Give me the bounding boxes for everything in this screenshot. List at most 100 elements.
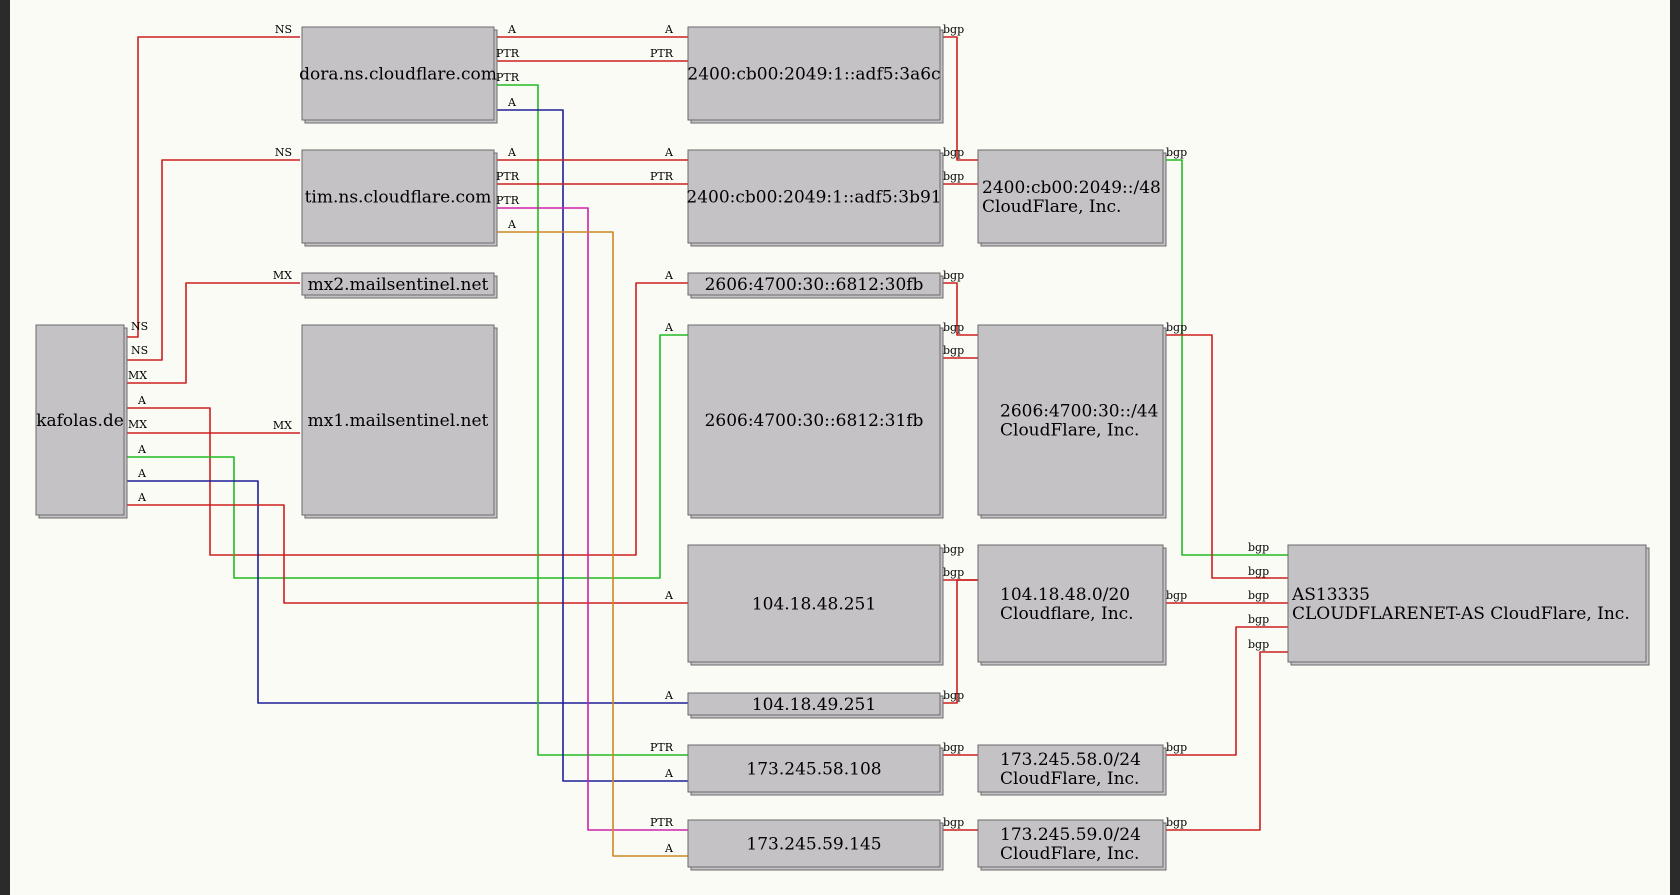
node-label: tim.ns.cloudflare.com (305, 188, 492, 208)
node-label: 173.245.59.0/24 (1000, 825, 1141, 845)
edge-label-ns: NS (131, 344, 148, 357)
edge-label-bgp: bgp (943, 146, 964, 159)
node-label: mx2.mailsentinel.net (308, 275, 489, 295)
edge-label-bgp: bgp (1248, 638, 1269, 651)
node-ip6a[interactable] (687, 26, 944, 124)
node-label: 173.245.58.0/24 (1000, 750, 1141, 770)
node-label: AS13335 (1291, 585, 1370, 605)
edge-label-a: A (664, 146, 674, 159)
edge-bgp-net6a (1164, 159, 1288, 556)
edge-a-ip4a (125, 504, 688, 604)
node-net4b[interactable] (977, 744, 1167, 796)
node-net6b[interactable] (977, 324, 1167, 519)
edge-label-bgp: bgp (943, 23, 964, 36)
node-ip4b[interactable] (687, 692, 944, 719)
node-label: Cloudflare, Inc. (1000, 604, 1134, 624)
node-label: CloudFlare, Inc. (1000, 421, 1139, 441)
node-label: 2400:cb00:2049:1::adf5:3b91 (686, 188, 941, 208)
node-box (687, 544, 941, 663)
node-box (301, 324, 495, 516)
node-box (687, 324, 941, 516)
node-box (687, 26, 941, 121)
node-layer (35, 26, 1650, 871)
node-label: CloudFlare, Inc. (1000, 769, 1139, 789)
edge-bgp-ip6a (941, 36, 978, 161)
edge-label-bgp: bgp (943, 816, 964, 829)
node-box (977, 819, 1164, 868)
edge-label-bgp: bgp (1166, 741, 1187, 754)
edge-label-a: A (137, 491, 147, 504)
edge-label-ptr: PTR (650, 170, 674, 183)
node-label: kafolas.de (36, 411, 124, 431)
node-box (687, 272, 941, 296)
node-net4c[interactable] (977, 819, 1167, 871)
edge-label-a: A (664, 689, 674, 702)
node-label: 104.18.49.251 (752, 695, 876, 715)
edge-label-bgp: bgp (1166, 816, 1187, 829)
node-label: mx1.mailsentinel.net (308, 411, 489, 431)
node-ip6d[interactable] (687, 324, 944, 519)
node-label: CloudFlare, Inc. (1000, 844, 1139, 864)
edge-bgp-net6b (1164, 334, 1288, 579)
edge-label-ns: NS (131, 320, 148, 333)
node-asn[interactable] (1287, 544, 1650, 666)
node-box (301, 272, 495, 296)
edge-label-a: A (507, 23, 517, 36)
edge-label-a: A (137, 443, 147, 456)
node-box (1287, 544, 1647, 663)
node-box (687, 744, 941, 793)
node-box (301, 26, 495, 121)
left-border (0, 0, 10, 895)
node-box (687, 819, 941, 868)
right-border (1670, 0, 1680, 895)
node-label: 2606:4700:30::6812:30fb (705, 275, 924, 295)
edge-label-ptr: PTR (650, 816, 674, 829)
edge-label-mx: MX (273, 419, 292, 432)
node-kafolas[interactable] (35, 324, 128, 519)
node-ip6b[interactable] (687, 149, 944, 247)
node-label: dora.ns.cloudflare.com (299, 65, 497, 85)
edge-label-bgp: bgp (943, 170, 964, 183)
node-label: 2606:4700:30::/44 (1000, 402, 1158, 422)
edge-label-a: A (664, 321, 674, 334)
edge-label-ptr: PTR (496, 71, 520, 84)
node-label: 2606:4700:30::6812:31fb (705, 411, 924, 431)
node-label: 173.245.59.145 (746, 835, 881, 855)
node-ip4d[interactable] (687, 819, 944, 871)
node-box (687, 149, 941, 244)
edge-label-ptr: PTR (496, 170, 520, 183)
edge-a-ip6d (125, 334, 688, 579)
node-mx1[interactable] (301, 324, 498, 519)
edge-label-bgp: bgp (943, 689, 964, 702)
edge-label-ptr: PTR (650, 741, 674, 754)
edge-a-tim-ip4d (495, 231, 688, 857)
edge-label-a: A (137, 467, 147, 480)
edge-a-dora-ip4c (495, 109, 688, 782)
node-ip4a[interactable] (687, 544, 944, 666)
node-label: 173.245.58.108 (746, 760, 881, 780)
edge-ns-tim (125, 159, 300, 361)
edge-label-a: A (507, 218, 517, 231)
node-box (977, 544, 1164, 663)
node-dora[interactable] (301, 26, 498, 124)
node-net6a[interactable] (977, 149, 1167, 247)
edge-ptr-tim-ip4d (495, 207, 688, 831)
edge-a-ip4b (125, 480, 688, 704)
edge-label-a: A (664, 23, 674, 36)
node-label: CloudFlare, Inc. (982, 197, 1121, 217)
node-mx2[interactable] (301, 272, 498, 299)
node-net4a[interactable] (977, 544, 1167, 666)
node-ip4c[interactable] (687, 744, 944, 796)
edge-label-bgp: bgp (1248, 565, 1269, 578)
node-box (301, 149, 495, 244)
edge-mx-mx2 (125, 282, 300, 384)
edge-label-a: A (507, 146, 517, 159)
node-tim[interactable] (301, 149, 498, 247)
node-ip6c[interactable] (687, 272, 944, 299)
edge-bgp-net4b (1164, 626, 1288, 756)
node-label: 104.18.48.251 (752, 595, 876, 615)
node-box (35, 324, 125, 516)
edge-label-a: A (507, 96, 517, 109)
